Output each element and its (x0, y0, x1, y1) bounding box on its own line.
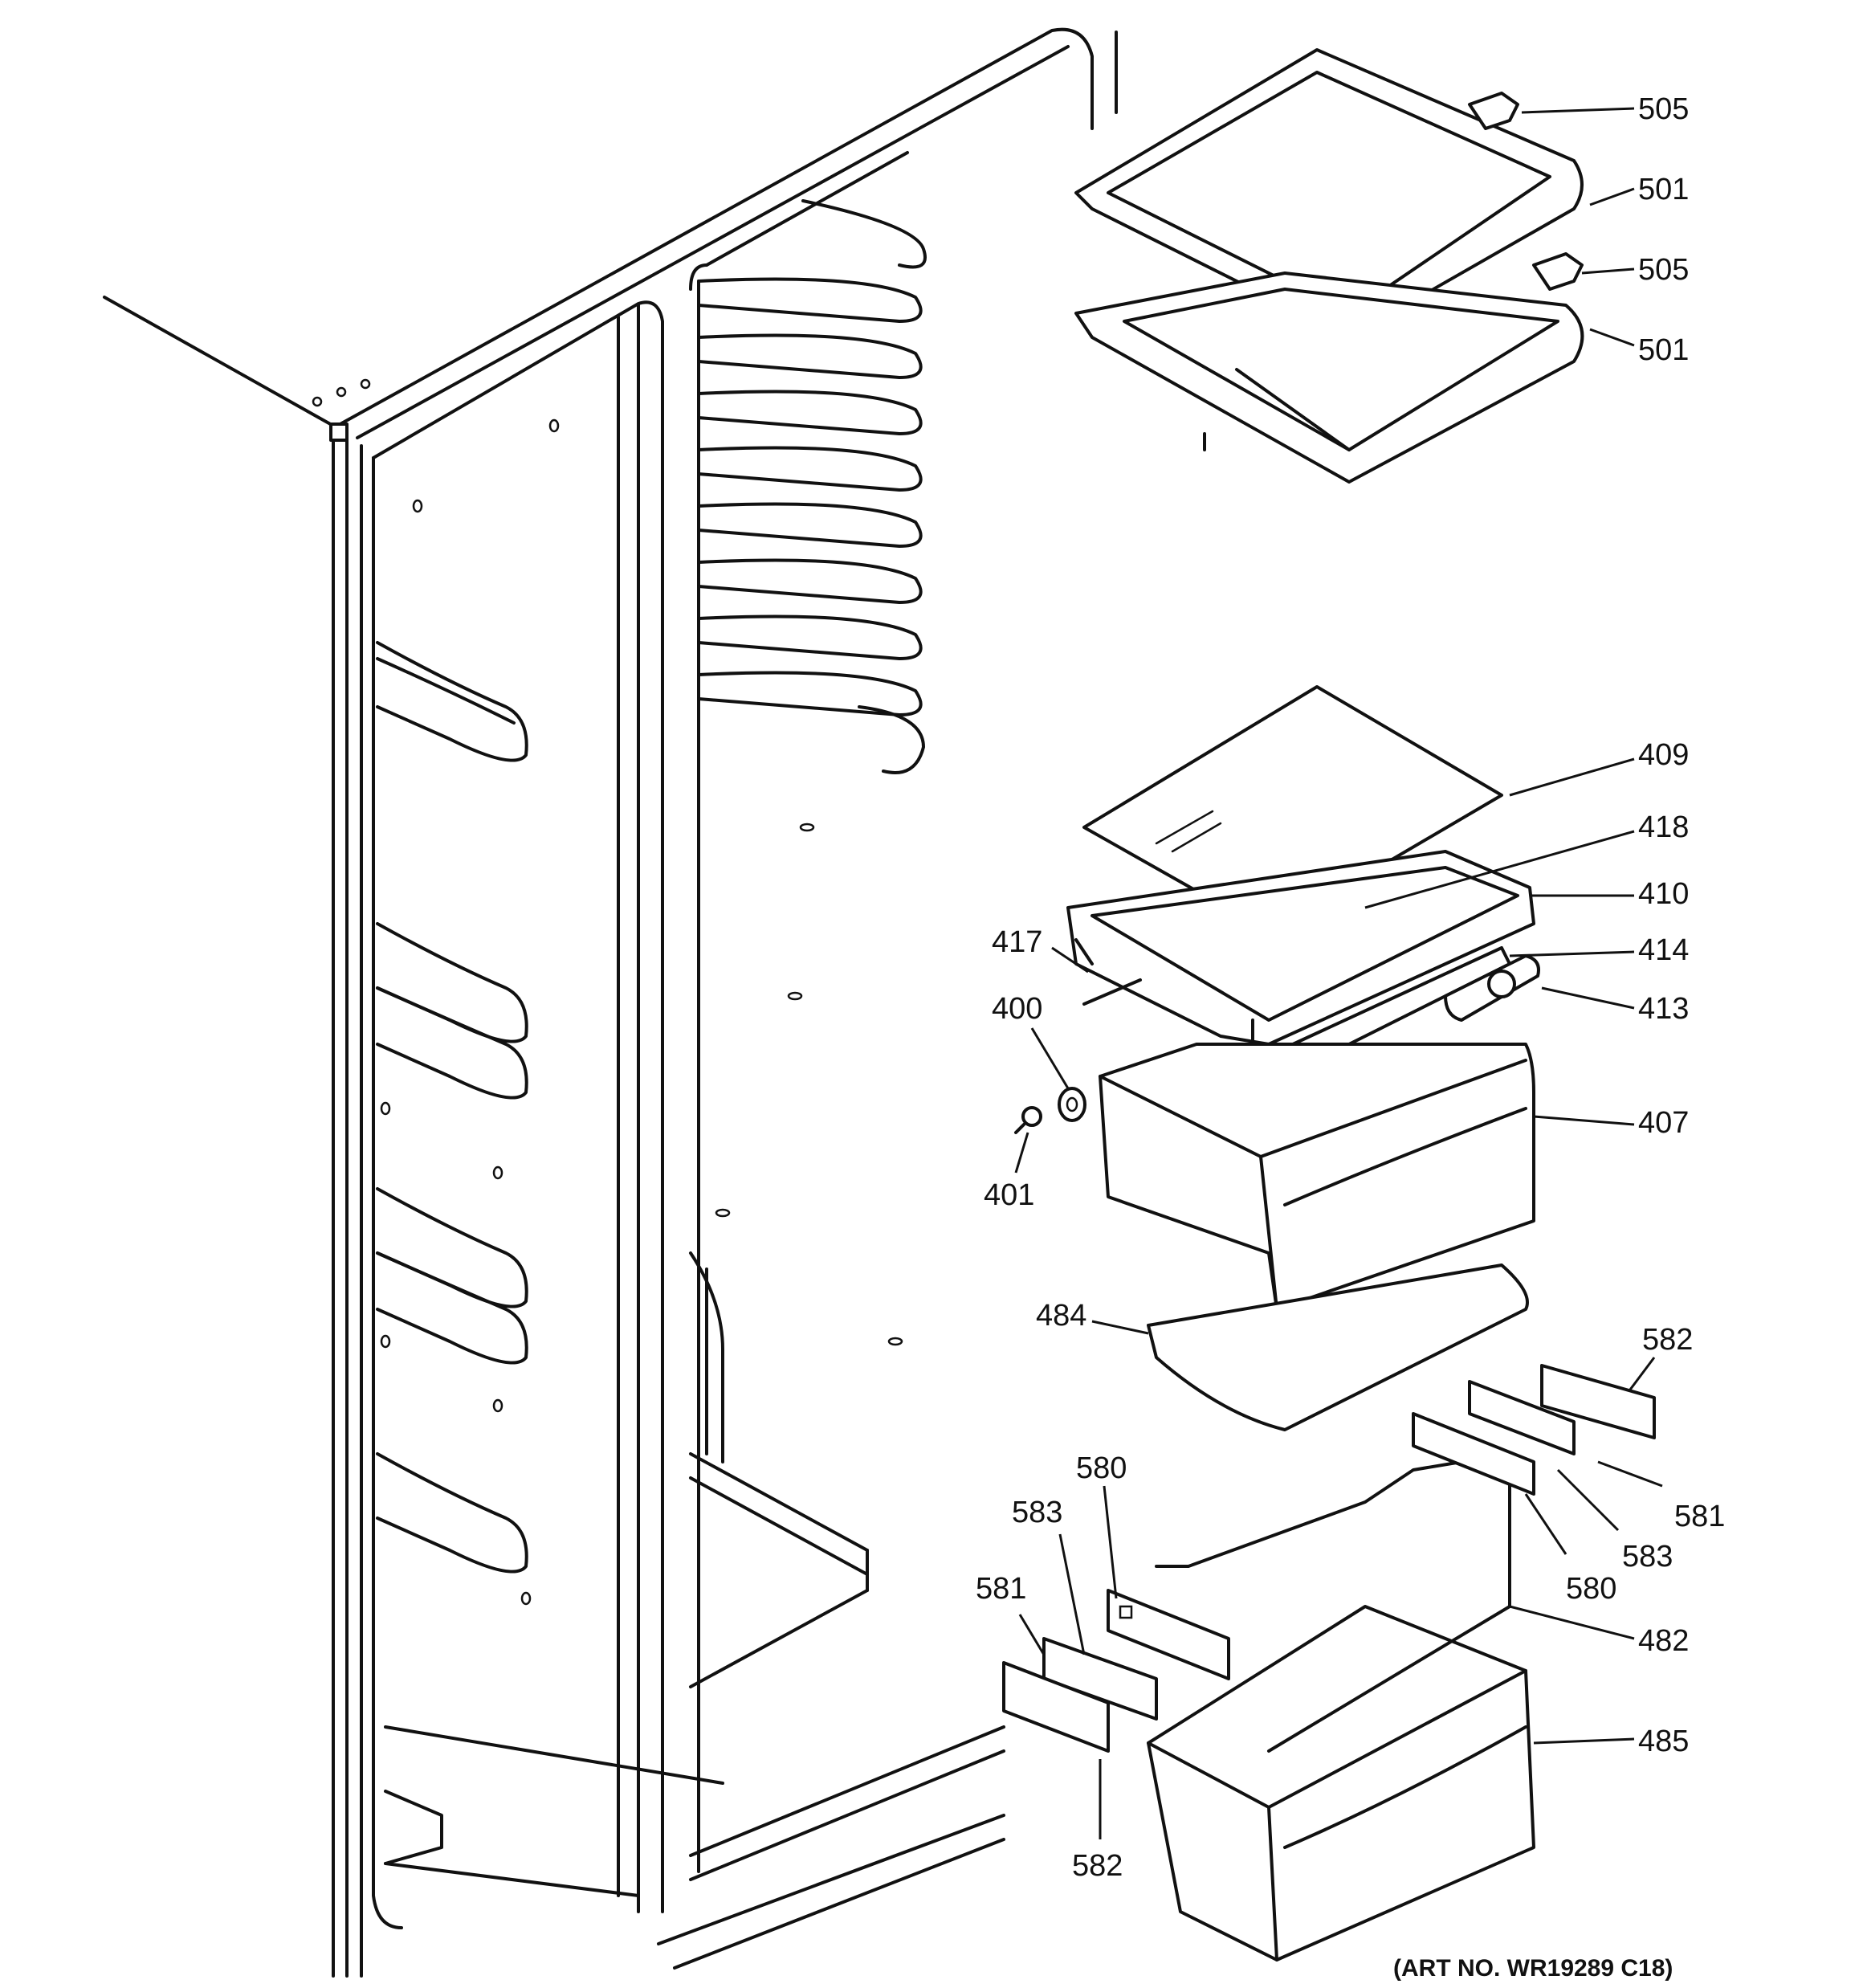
callout-581: 581 (1674, 1500, 1725, 1533)
shelf-supports (380, 199, 927, 1606)
callout-505: 505 (1638, 92, 1689, 126)
callout-581: 581 (976, 1572, 1026, 1606)
callout-400: 400 (992, 992, 1042, 1026)
door-shelves (376, 641, 528, 1574)
callout-505: 505 (1638, 253, 1689, 287)
callout-401: 401 (984, 1178, 1034, 1212)
callout-583: 583 (1622, 1540, 1673, 1574)
callout-484: 484 (1036, 1299, 1086, 1333)
screw-401 (1014, 1106, 1042, 1134)
callout-501: 501 (1638, 333, 1689, 367)
callout-582: 582 (1072, 1849, 1123, 1883)
callout-413: 413 (1638, 992, 1689, 1026)
leader-lines (1014, 107, 1663, 1839)
callout-417: 417 (992, 925, 1042, 959)
bracket-581-left (1042, 1637, 1158, 1721)
support-580-left (1107, 1589, 1230, 1680)
callout-501: 501 (1638, 173, 1689, 206)
callout-407: 407 (1638, 1106, 1689, 1140)
callout-580: 580 (1076, 1451, 1127, 1485)
callout-418: 418 (1638, 810, 1689, 844)
crisper-drawer-407 (1099, 1043, 1535, 1311)
crisper-rod-417 (1082, 978, 1142, 1006)
crisper-rod-413 (1444, 954, 1540, 1022)
callout-414: 414 (1638, 933, 1689, 967)
callout-410: 410 (1638, 877, 1689, 911)
callout-482: 482 (1638, 1624, 1689, 1658)
bracket-581-right (1468, 1380, 1576, 1455)
glass-shelf-lower (1074, 271, 1584, 484)
pan-485 (1147, 1605, 1535, 1961)
callout-409: 409 (1638, 738, 1689, 772)
callout-582: 582 (1642, 1323, 1693, 1357)
cover-582-right (1540, 1364, 1656, 1439)
art-number: (ART NO. WR19289 C18) (1393, 1955, 1673, 1982)
callout-583: 583 (1012, 1496, 1062, 1529)
bushing-400 (1058, 1087, 1086, 1122)
callout-labels: 505 501 505 501 409 418 410 417 414 400 … (976, 92, 1725, 1982)
shelf-slide-505-upper (1468, 92, 1519, 130)
cover-582-left (1002, 1661, 1110, 1753)
fresh-food-case (103, 27, 1118, 1978)
crisper-frame-410 (1066, 850, 1535, 1046)
shelf-slide-505-lower (1532, 252, 1584, 291)
callout-485: 485 (1638, 1725, 1689, 1758)
wire-basket-482 (1155, 1452, 1511, 1753)
support-580-right (1412, 1412, 1535, 1496)
drawer-cover-484 (1147, 1263, 1529, 1431)
glass-shelf-upper (1074, 48, 1584, 451)
callout-580: 580 (1566, 1572, 1616, 1606)
